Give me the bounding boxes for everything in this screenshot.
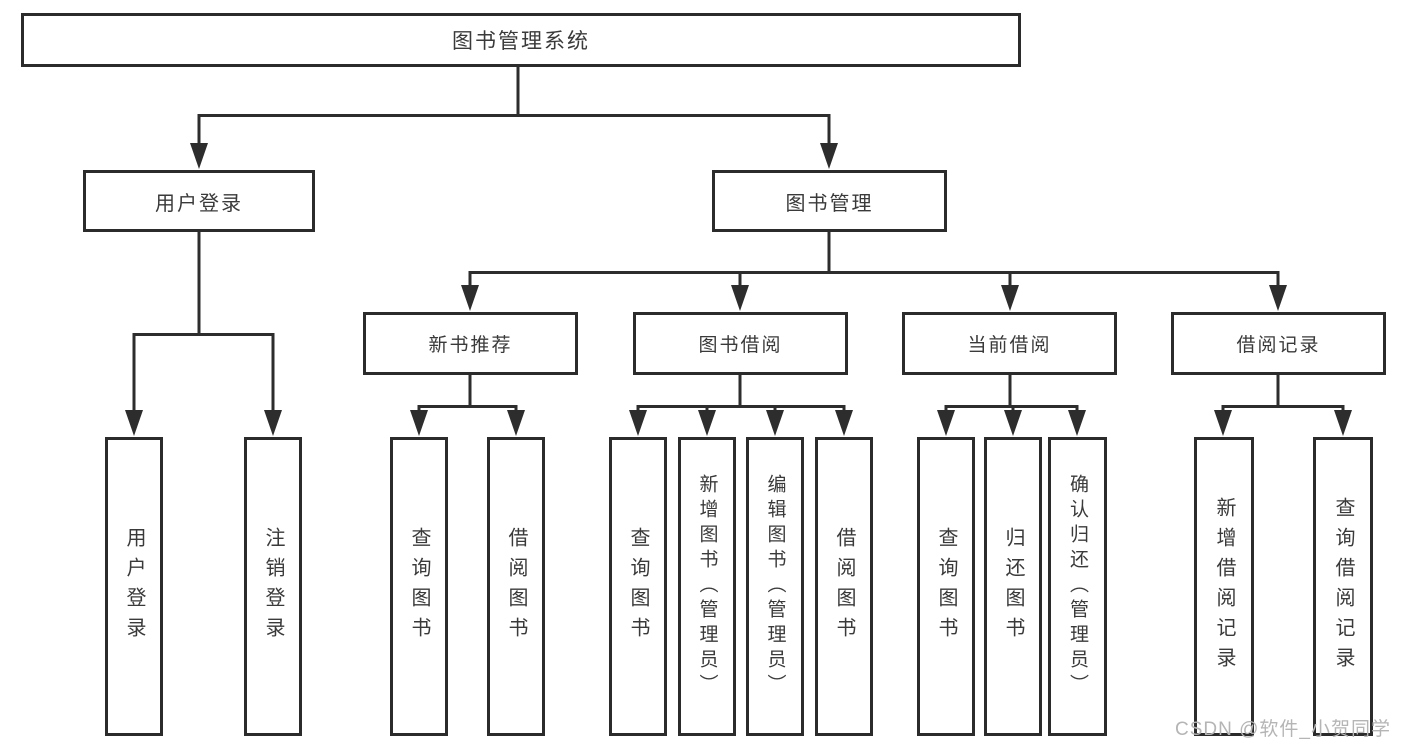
node-new-book-recommendation: 新书推荐 [363, 312, 578, 375]
node-borrowing-records: 借阅记录 [1171, 312, 1386, 375]
node-user-login: 用户登录 [83, 170, 315, 232]
node-book-management: 图书管理 [712, 170, 947, 232]
node-library-management-system: 图书管理系统 [21, 13, 1021, 67]
leaf-query-books-recommend: 查询图书 [390, 437, 448, 736]
leaf-query-books-borrow: 查询图书 [609, 437, 667, 736]
leaf-confirm-return-admin: 确认归还（管理员） [1048, 437, 1107, 736]
leaf-add-book-admin: 新增图书（管理员） [678, 437, 736, 736]
node-current-borrowing: 当前借阅 [902, 312, 1117, 375]
leaf-query-borrow-record: 查询借阅记录 [1313, 437, 1373, 736]
leaf-user-login: 用户登录 [105, 437, 163, 736]
leaf-borrow-books-borrow: 借阅图书 [815, 437, 873, 736]
leaf-logout: 注销登录 [244, 437, 302, 736]
leaf-add-borrow-record: 新增借阅记录 [1194, 437, 1254, 736]
watermark: CSDN @软件_小贺同学 [1175, 719, 1391, 740]
node-book-borrowing: 图书借阅 [633, 312, 848, 375]
leaf-borrow-books-recommend: 借阅图书 [487, 437, 545, 736]
leaf-query-books-current: 查询图书 [917, 437, 975, 736]
leaf-return-book: 归还图书 [984, 437, 1042, 736]
leaf-edit-book-admin: 编辑图书（管理员） [746, 437, 804, 736]
